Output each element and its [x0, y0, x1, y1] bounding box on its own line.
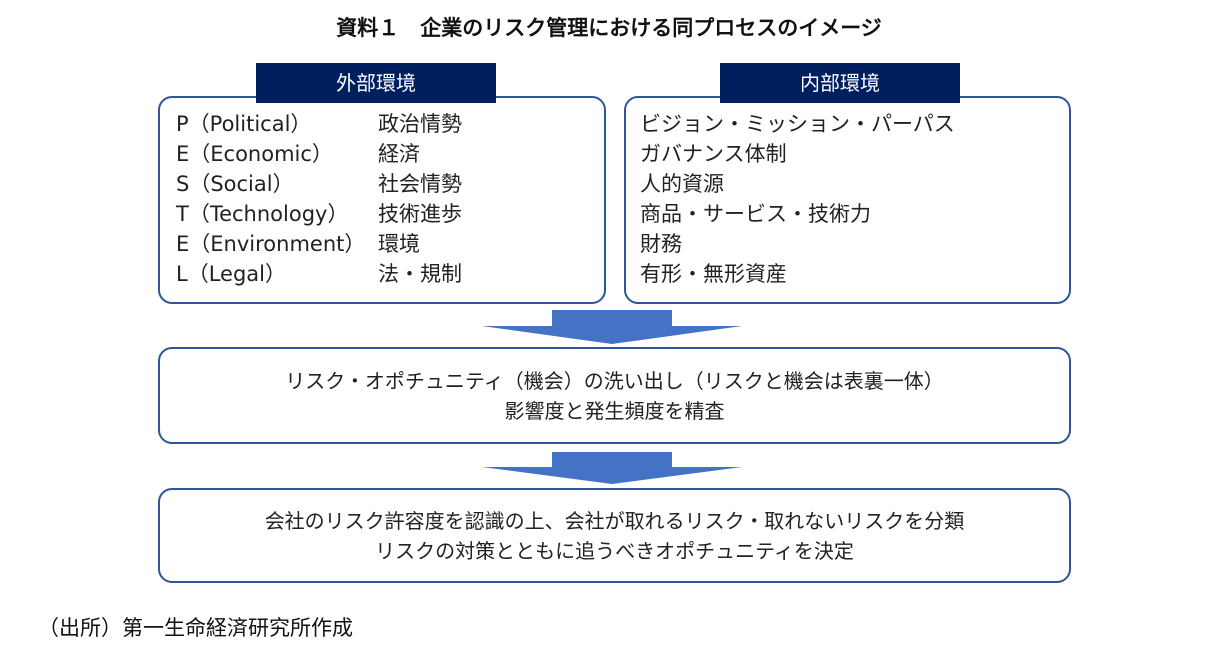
risk-decision-box: 会社のリスク許容度を認識の上、会社が取れるリスク・取れないリスクを分類 リスクの…	[158, 488, 1071, 583]
pestel-key: L（Legal）	[176, 262, 286, 286]
pestel-item: L（Legal） 法・規制	[176, 259, 462, 289]
pestel-item: E（Environment） 環境	[176, 229, 462, 259]
internal-item: 人的資源	[640, 172, 724, 196]
pestel-list: P（Political） 政治情勢 E（Economic） 経済 S（Social） 社会…	[176, 109, 462, 289]
pestel-value: 技術進歩	[378, 202, 462, 226]
risk-identification-box: リスク・オポチュニティ（機会）の洗い出し（リスクと機会は表裏一体） 影響度と発生…	[158, 347, 1071, 444]
source-note: （出所）第一生命経済研究所作成	[38, 616, 353, 640]
pestel-item: E（Economic） 経済	[176, 139, 462, 169]
pestel-key: E（Environment）	[176, 232, 366, 256]
pestel-value: 社会情勢	[378, 172, 462, 196]
pestel-key: S（Social）	[176, 172, 294, 196]
step1-line-1: リスク・オポチュニティ（機会）の洗い出し（リスクと機会は表裏一体）	[285, 369, 944, 393]
pestel-item: T（Technology） 技術進歩	[176, 199, 462, 229]
pestel-key: E（Economic）	[176, 142, 333, 166]
internal-environment-header: 内部環境	[720, 63, 960, 103]
step2-line-1: 会社のリスク許容度を認識の上、会社が取れるリスク・取れないリスクを分類	[264, 509, 965, 533]
internal-item: 商品・サービス・技術力	[640, 202, 871, 226]
pestel-item: P（Political） 政治情勢	[176, 109, 462, 139]
step2-line-2: リスクの対策とともに追うべきオポチュニティを決定	[375, 539, 854, 563]
internal-item: ガバナンス体制	[640, 142, 787, 166]
internal-item: 有形・無形資産	[640, 262, 787, 286]
down-arrow-2	[482, 452, 742, 484]
pestel-value: 環境	[378, 232, 420, 256]
internal-environment-box	[624, 96, 1071, 304]
pestel-key: T（Technology）	[176, 202, 349, 226]
diagram-title: 資料１ 企業のリスク管理における同プロセスのイメージ	[336, 16, 882, 40]
pestel-value: 経済	[378, 142, 420, 166]
internal-item: 財務	[640, 232, 682, 256]
external-environment-header: 外部環境	[256, 63, 496, 103]
internal-item: ビジョン・ミッション・パーパス	[640, 112, 955, 136]
pestel-value: 政治情勢	[378, 112, 462, 136]
pestel-key: P（Political）	[176, 112, 312, 136]
pestel-value: 法・規制	[378, 262, 462, 286]
internal-list: ビジョン・ミッション・パーパスガバナンス体制人的資源商品・サービス・技術力財務有…	[640, 109, 955, 289]
external-environment-box	[158, 96, 606, 304]
pestel-item: S（Social） 社会情勢	[176, 169, 462, 199]
down-arrow-1	[482, 310, 742, 344]
step1-line-2: 影響度と発生頻度を精査	[504, 399, 725, 423]
